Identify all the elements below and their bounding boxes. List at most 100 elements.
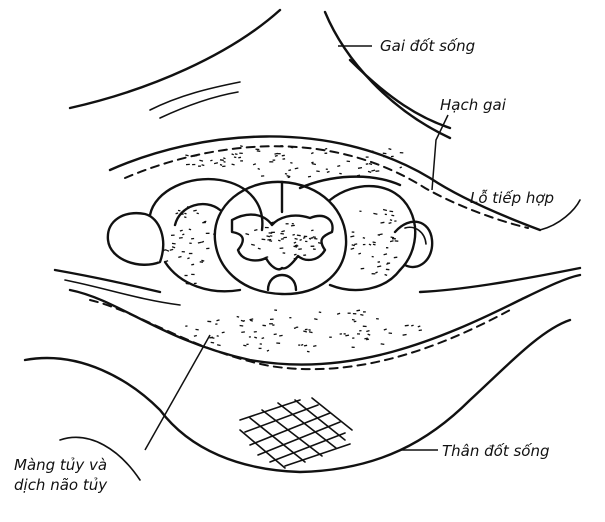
- stipple-dot: [275, 156, 278, 157]
- stipple-dots: [163, 146, 422, 352]
- stipple-dot: [179, 238, 183, 239]
- stipple-dot: [390, 220, 392, 221]
- stipple-dot: [211, 342, 214, 343]
- stipple-dot: [385, 275, 388, 276]
- stipple-dot: [369, 244, 371, 245]
- spinous-process-outline: [70, 10, 450, 138]
- stipple-dot: [250, 320, 253, 321]
- stipple-dot: [318, 243, 321, 244]
- stipple-dot: [373, 213, 377, 214]
- stipple-dot: [166, 261, 168, 262]
- label-meninges-line2: dịch não tủy: [14, 476, 108, 494]
- stipple-dot: [311, 153, 313, 154]
- stipple-dot: [237, 317, 239, 318]
- stipple-dot: [172, 243, 176, 244]
- label-meninges-line1: Màng tủy và: [14, 456, 107, 474]
- stipple-dot: [373, 242, 376, 243]
- stipple-dot: [294, 328, 296, 329]
- stipple-dot: [297, 235, 301, 236]
- stipple-dot: [308, 176, 311, 177]
- stipple-dot: [389, 223, 392, 224]
- stipple-dot: [301, 345, 303, 346]
- stipple-dot: [369, 164, 372, 165]
- stipple-dot: [269, 241, 272, 242]
- stipple-dot: [232, 164, 235, 165]
- stipple-dot: [295, 239, 298, 240]
- stipple-dot: [311, 238, 314, 239]
- stipple-dot: [325, 149, 327, 150]
- label-vertebral-body: Thân đốt sống: [442, 442, 550, 460]
- stipple-dot: [241, 332, 245, 333]
- stipple-dot: [194, 336, 197, 337]
- stipple-dot: [366, 331, 369, 332]
- stipple-dot: [204, 221, 207, 222]
- stipple-dot: [217, 320, 220, 321]
- stipple-dot: [293, 235, 295, 236]
- stipple-dot: [232, 154, 234, 155]
- stipple-dot: [381, 222, 385, 223]
- stipple-dot: [243, 345, 246, 346]
- stipple-dot: [170, 249, 173, 250]
- stipple-dot: [198, 242, 202, 243]
- stipple-dot: [309, 332, 313, 333]
- stipple-dot: [166, 250, 169, 251]
- stipple-dot: [187, 207, 189, 208]
- stipple-dot: [378, 235, 380, 236]
- label-spinal-ganglion: Hạch gai: [440, 96, 507, 114]
- stipple-dot: [400, 167, 402, 168]
- stipple-dot: [182, 234, 184, 235]
- stipple-dot: [390, 211, 394, 212]
- stipple-dot: [291, 225, 295, 226]
- stipple-dot: [251, 244, 255, 245]
- lower-canal-contour: [55, 268, 580, 369]
- stipple-dot: [253, 164, 256, 165]
- stipple-dot: [288, 170, 291, 171]
- stipple-dot: [199, 160, 203, 161]
- stipple-dot: [375, 272, 377, 273]
- stipple-dot: [275, 153, 278, 154]
- stipple-dot: [303, 238, 305, 239]
- stipple-dot: [379, 234, 382, 235]
- stipple-dot: [178, 210, 180, 211]
- stipple-dot: [222, 332, 225, 333]
- stipple-dot: [418, 326, 421, 327]
- stipple-dot: [178, 257, 181, 258]
- stipple-dot: [389, 149, 392, 150]
- stipple-dot: [296, 246, 298, 247]
- stipple-dot: [202, 241, 204, 242]
- stipple-dot: [350, 236, 354, 237]
- stipple-dot: [295, 168, 299, 169]
- stipple-dot: [240, 326, 244, 327]
- stipple-dot: [312, 164, 316, 165]
- stipple-dot: [180, 230, 183, 231]
- stipple-dot: [373, 244, 376, 245]
- stipple-dot: [282, 155, 285, 156]
- stipple-dot: [176, 213, 179, 214]
- label-intervertebral-foramen: Lỗ tiếp hợp: [470, 189, 554, 207]
- stipple-dot: [254, 230, 257, 231]
- stipple-dot: [300, 240, 302, 241]
- stipple-dot: [371, 170, 375, 171]
- stipple-dot: [201, 260, 204, 261]
- stipple-dot: [290, 163, 292, 164]
- stipple-dot: [351, 248, 354, 249]
- stipple-dot: [394, 257, 398, 258]
- stipple-dot: [403, 335, 407, 336]
- stipple-dot: [267, 236, 270, 237]
- stipple-dot: [172, 247, 175, 248]
- stipple-dot: [391, 237, 395, 238]
- stipple-dot: [262, 338, 265, 339]
- stipple-dot: [419, 330, 422, 331]
- stipple-dot: [274, 334, 277, 335]
- stipple-dot: [390, 241, 393, 242]
- stipple-dot: [217, 336, 219, 337]
- stipple-dot: [209, 337, 213, 338]
- stipple-dot: [217, 345, 221, 346]
- stipple-dot: [258, 169, 260, 170]
- stipple-dot: [366, 339, 369, 340]
- stipple-dot: [257, 151, 261, 152]
- stipple-dot: [184, 213, 186, 214]
- stipple-dot: [384, 254, 387, 255]
- stipple-dot: [187, 258, 189, 259]
